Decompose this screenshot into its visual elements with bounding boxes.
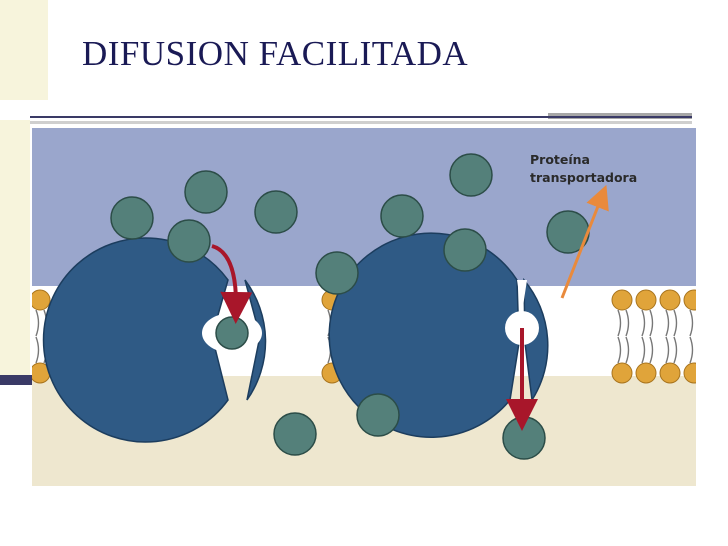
molecule	[502, 416, 546, 460]
entry-arrow	[211, 244, 253, 324]
lipid-tail	[641, 336, 646, 364]
lipid-tail	[649, 336, 654, 364]
molecule-in-channel	[215, 316, 249, 350]
slide-title: DIFUSION FACILITADA	[82, 34, 469, 73]
lipid-head	[683, 362, 696, 384]
title-rule-shadow	[30, 121, 692, 124]
molecule	[356, 393, 400, 437]
lipid-head	[635, 362, 657, 384]
lipid-head	[635, 289, 657, 311]
molecule	[184, 170, 228, 214]
lipid-tail	[625, 336, 630, 364]
lipid-tail	[689, 309, 694, 337]
diagram-svg: Proteína transportadora	[32, 128, 696, 486]
lipid-head	[683, 289, 696, 311]
molecule	[110, 196, 154, 240]
molecule	[443, 228, 487, 272]
lipid-head	[611, 289, 633, 311]
molecule	[273, 412, 317, 456]
molecule	[315, 251, 359, 295]
lipid-tail	[35, 336, 40, 364]
protein-label-line2: transportadora	[530, 170, 637, 185]
lipid-tail	[649, 309, 654, 337]
label-pointer-arrow	[560, 184, 609, 299]
lipid-head	[659, 289, 681, 311]
lipid-tail	[641, 309, 646, 337]
carrier-protein-right	[328, 232, 549, 438]
lipid-tail	[665, 309, 670, 337]
molecule	[380, 194, 424, 238]
slide-left-band-lower	[0, 120, 30, 380]
lipid-head	[659, 362, 681, 384]
slide-left-band	[0, 0, 48, 100]
lipid-tail	[625, 309, 630, 337]
lipid-tail	[617, 309, 622, 337]
title-rule	[30, 116, 692, 118]
lipid-head	[32, 289, 51, 311]
lipid-tail	[673, 309, 678, 337]
lipid-tail	[617, 336, 622, 364]
lipid-tail	[689, 336, 694, 364]
molecule	[167, 219, 211, 263]
molecule	[254, 190, 298, 234]
lipid-tail	[673, 336, 678, 364]
molecule	[449, 153, 493, 197]
protein-label-line1: Proteína	[530, 152, 590, 167]
carrier-protein-left	[42, 237, 267, 443]
lipid-head	[611, 362, 633, 384]
facilitated-diffusion-diagram: Proteína transportadora	[32, 128, 696, 486]
lipid-tail	[35, 309, 40, 337]
slide-left-accent-bar	[0, 375, 32, 385]
lipid-tail	[665, 336, 670, 364]
